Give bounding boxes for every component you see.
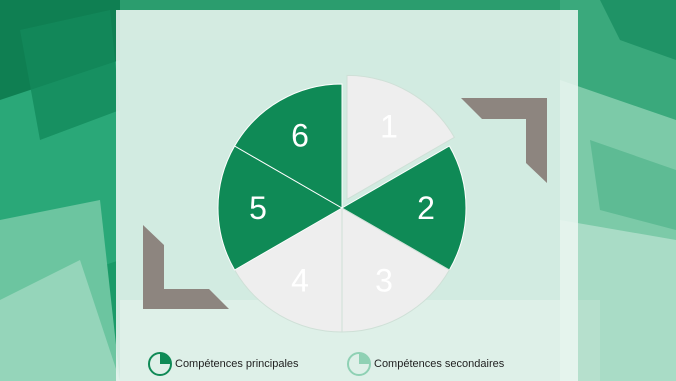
corner-bracket-top-right bbox=[461, 98, 547, 183]
wheel-segment-4 bbox=[233, 207, 343, 333]
legend-secondary-label: Compétences secondaires bbox=[374, 358, 505, 370]
wheel-segment-number-4: 4 bbox=[291, 263, 309, 299]
pie-chart-secondary-icon bbox=[347, 352, 371, 376]
wheel-segment-6 bbox=[233, 83, 343, 209]
wheel-segment-number-2: 2 bbox=[417, 190, 435, 226]
corner-bracket-bottom-left bbox=[143, 225, 229, 309]
legend-primary: Compétences principales bbox=[147, 352, 299, 376]
legend-primary-label: Compétences principales bbox=[175, 358, 299, 370]
wheel-segment-2 bbox=[341, 145, 467, 271]
wheel-segment-number-3: 3 bbox=[375, 263, 393, 299]
wheel-segment-5 bbox=[217, 145, 343, 271]
wheel-segment-3 bbox=[341, 207, 451, 333]
wheel-segment-1 bbox=[346, 74, 456, 201]
wheel-segments: 1 2 3 4 5 6 bbox=[217, 74, 467, 333]
wheel-segment-number-6: 6 bbox=[291, 117, 309, 153]
legend-secondary: Compétences secondaires bbox=[346, 352, 504, 376]
wheel-segment-number-1: 1 bbox=[380, 109, 398, 145]
wheel-segment-number-5: 5 bbox=[249, 190, 267, 226]
pie-chart-primary-icon bbox=[148, 352, 172, 376]
